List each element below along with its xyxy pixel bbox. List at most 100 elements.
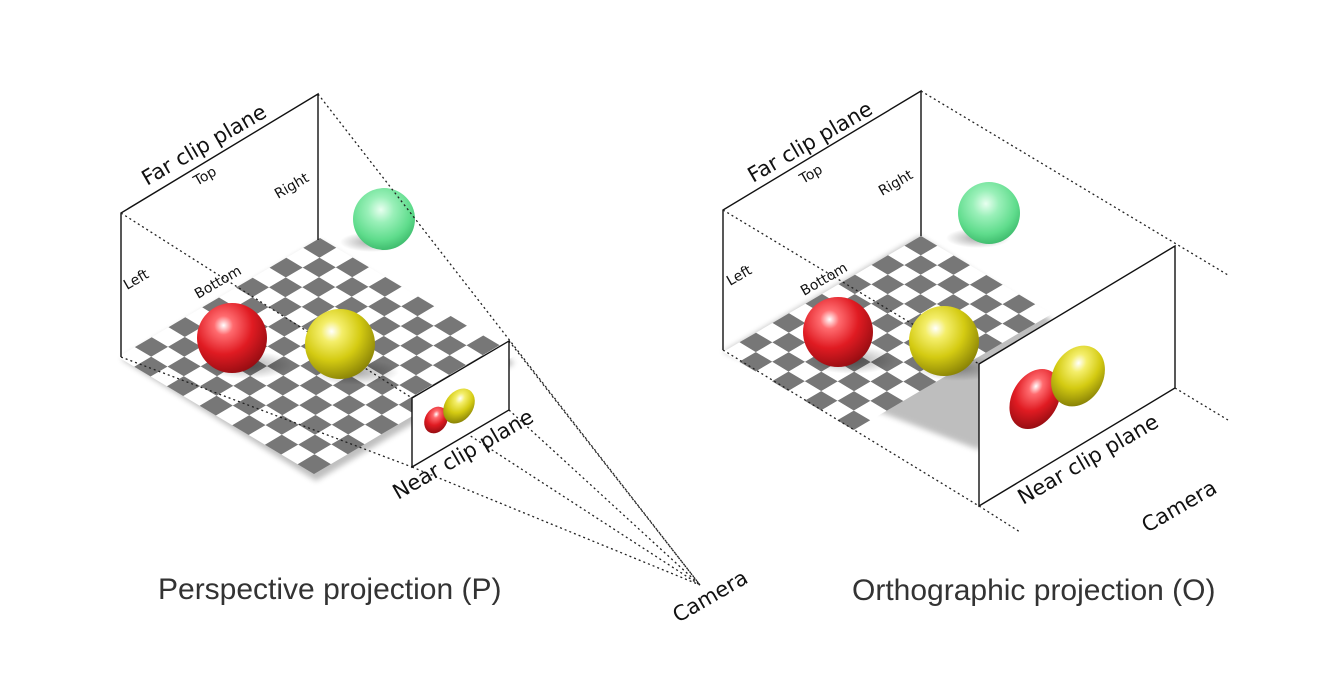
camera-label: Camera [669, 565, 752, 627]
checker-tile [904, 274, 937, 295]
checker-tile [432, 355, 466, 375]
checker-tile [953, 284, 987, 305]
top-label: Top [190, 164, 219, 190]
checker-tile [417, 306, 451, 326]
frustum-line [317, 93, 701, 586]
checker-tile [268, 297, 302, 317]
checker-tile [232, 395, 266, 416]
checker-tile [920, 284, 954, 304]
checker-tile [314, 444, 348, 465]
checker-tile [265, 434, 299, 455]
checker-tile [837, 391, 871, 411]
checker-tile [219, 287, 253, 308]
checker-tile [871, 313, 904, 333]
checker-tile [248, 425, 282, 445]
checker-tile [804, 391, 838, 411]
checker-tile [739, 332, 773, 353]
checker-tile [821, 381, 854, 401]
right-label: Right [876, 167, 916, 200]
checker-tile [1002, 294, 1036, 314]
checker-tile [299, 395, 333, 415]
checker-tile [854, 381, 887, 401]
checker-tile [986, 284, 1019, 305]
checker-tile [252, 267, 286, 288]
orthographic-diagram: Far clip plane Top Right Left Bottom Nea… [722, 89, 1229, 607]
checker-tile [384, 306, 418, 327]
checker-tile [151, 346, 185, 367]
checker-tile [199, 395, 233, 416]
checker-tile [838, 274, 872, 295]
left-label: Left [121, 266, 152, 293]
checker-tile [887, 362, 920, 382]
checker-tile [400, 316, 434, 336]
checker-tile [365, 414, 399, 435]
checker-tile [871, 274, 905, 295]
checker-tile [216, 385, 250, 406]
checker-tile [134, 337, 168, 357]
checker-tile [331, 434, 365, 455]
checker-tile [887, 284, 921, 304]
checker-tile [249, 385, 283, 406]
near-plane-yellow-projection [1051, 345, 1105, 407]
checker-tile [937, 274, 970, 295]
checker-tile [1002, 313, 1036, 334]
checker-tile [316, 385, 350, 406]
checker-tile [335, 277, 369, 297]
box-edge [978, 505, 1021, 533]
checker-tile [335, 257, 369, 278]
checker-tile [282, 385, 316, 406]
checker-tile [167, 376, 201, 396]
green-sphere [353, 188, 415, 250]
checker-tile [151, 327, 185, 347]
checker-tile [985, 323, 1019, 343]
checker-tile [772, 313, 806, 333]
checker-tile [400, 335, 434, 356]
left-label: Left [724, 262, 755, 289]
near-plane-red-projection [1009, 368, 1061, 430]
checker-tile [297, 454, 331, 474]
checker-tile [266, 375, 300, 396]
checker-tile [416, 345, 450, 366]
checker-tile [318, 287, 352, 307]
checker-tile [302, 257, 336, 278]
frustum-line [411, 397, 701, 586]
checker-tile [969, 313, 1003, 334]
checker-tile [283, 365, 317, 386]
green-sphere [958, 182, 1020, 244]
checker-tile [367, 336, 401, 356]
checker-tile [723, 342, 756, 362]
red-sphere [803, 297, 873, 367]
checker-tile [821, 400, 854, 421]
checker-tile [953, 265, 987, 285]
checker-tile [855, 265, 888, 285]
checker-tile [854, 284, 888, 304]
checker-tile [134, 356, 168, 377]
checker-tile [216, 405, 250, 426]
checker-tile [383, 326, 417, 346]
checker-tile [772, 332, 806, 353]
checker-tile [368, 277, 402, 297]
checker-tile [399, 355, 433, 376]
checker-tile [368, 296, 402, 317]
checker-tile [200, 376, 234, 396]
checker-tile [804, 371, 838, 392]
checker-tile [367, 316, 401, 336]
checker-tile [887, 265, 921, 285]
checker-tile [235, 277, 269, 298]
checker-tile [433, 335, 467, 356]
far-clip-plane-frame [120, 92, 319, 357]
checker-tile [232, 415, 266, 435]
checker-tile [285, 287, 319, 307]
yellow-sphere [305, 309, 375, 379]
checker-tile [920, 245, 954, 266]
checker-tile [302, 277, 336, 297]
checker-tile [399, 375, 433, 395]
checker-tile [433, 316, 467, 336]
checker-tile [168, 317, 202, 337]
checker-tile [281, 424, 315, 445]
frustum-line [508, 409, 701, 586]
checker-tile [417, 325, 451, 346]
checker-tile [348, 424, 382, 445]
